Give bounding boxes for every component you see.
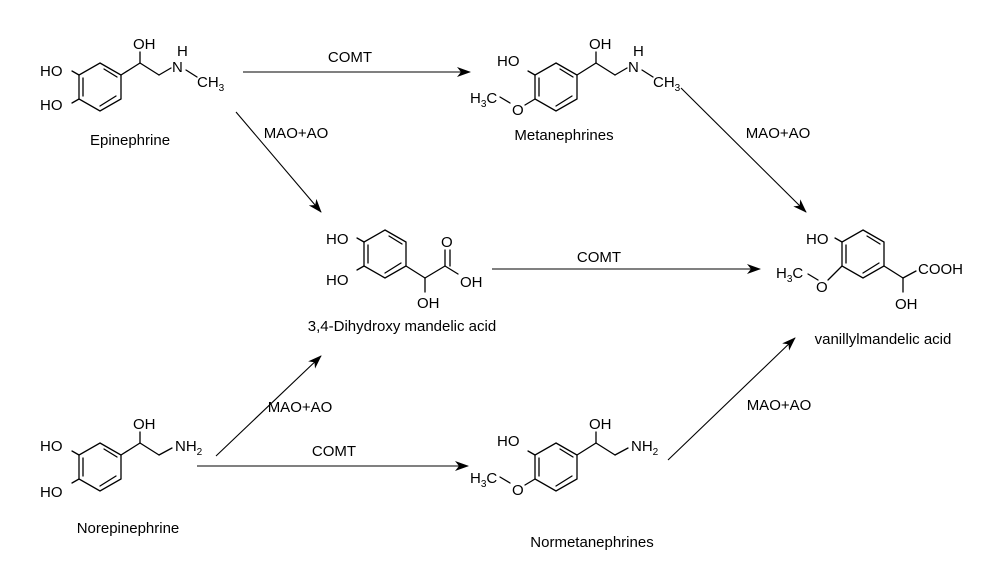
norepinephrine-nh2-label: NH2 [175,438,203,458]
metanephrines-structure: OH HO H3C O H N CH3 Metanephrines [470,36,681,144]
dhma-structure: HO HO O OH OH 3,4-Dihydroxy mandelic aci… [308,229,496,335]
norepinephrine-ho-bottom-label: HO [40,484,63,501]
epinephrine-n-label: N [172,59,183,76]
enzyme-label-norepi-to-normeta: COMT [312,443,356,460]
epinephrine-name: Epinephrine [90,132,170,149]
vma-structure: HO H3C O COOH OH vanillylmandelic acid [776,229,963,348]
metanephrines-h3c-label: H3C [470,90,497,110]
normetanephrines-ho-label: HO [497,433,520,450]
dhma-name: 3,4-Dihydroxy mandelic acid [308,318,496,335]
norepinephrine-ho-top-label: HO [40,438,63,455]
arrow-epi-to-dhma [235,111,322,213]
enzyme-label-normeta-to-vma: MAO+AO [747,397,812,414]
normetanephrines-h3c-label: H3C [470,470,497,490]
enzyme-label-epi-to-meta: COMT [328,49,372,66]
norepinephrine-oh-label: OH [133,416,156,433]
metanephrines-nh-label: H [633,43,644,60]
vma-o-label: O [816,279,828,296]
dhma-ho-top-label: HO [326,231,349,248]
vma-alpha-oh-label: OH [895,296,918,313]
norepinephrine-bonds [71,431,173,492]
dhma-alpha-oh-label: OH [417,295,440,312]
epinephrine-ho-top-label: HO [40,63,63,80]
epinephrine-ch3-label: CH3 [197,74,225,94]
normetanephrines-bonds [499,431,629,492]
enzyme-label-meta-to-vma: MAO+AO [746,125,811,142]
vma-bonds [807,229,917,293]
enzyme-label-norepi-to-dhma: MAO+AO [268,399,333,416]
vma-cooh-label: COOH [918,261,963,278]
dhma-acid-oh-label: OH [460,274,483,291]
norepinephrine-structure: OH HO HO NH2 Norepinephrine [40,416,203,537]
enzyme-label-epi-to-dhma: MAO+AO [264,125,329,142]
epinephrine-structure: OH HO HO H N CH3 Epinephrine [40,36,225,149]
arrow-norepi-to-dhma [215,355,322,457]
normetanephrines-name: Normetanephrines [530,534,653,551]
metanephrines-ch3-label: CH3 [653,74,681,94]
normetanephrines-oh-label: OH [589,416,612,433]
metanephrines-bonds [499,51,654,112]
enzyme-label-dhma-to-vma: COMT [577,249,621,266]
arrow-meta-to-vma [680,87,807,213]
metanephrines-ho-label: HO [497,53,520,70]
enzyme-labels: COMT MAO+AO MAO+AO COMT MAO+AO COMT MAO+… [264,49,812,460]
metanephrines-name: Metanephrines [514,127,613,144]
reaction-arrows [197,67,807,471]
normetanephrines-o-label: O [512,482,524,499]
vma-h3c-label: H3C [776,265,803,285]
epinephrine-oh-label: OH [133,36,156,53]
epinephrine-nh-label: H [177,43,188,60]
metanephrines-o-label: O [512,102,524,119]
dhma-bonds [356,229,459,293]
metanephrines-oh-label: OH [589,36,612,53]
epinephrine-ho-bottom-label: HO [40,97,63,114]
epinephrine-bonds [71,51,198,112]
arrow-normeta-to-vma [667,337,796,461]
dhma-carbonyl-o-label: O [441,234,453,251]
normetanephrines-structure: OH HO H3C O NH2 Normetanephrines [470,416,659,551]
dhma-ho-bottom-label: HO [326,272,349,289]
norepinephrine-name: Norepinephrine [77,520,180,537]
normetanephrines-nh2-label: NH2 [631,438,659,458]
vma-ho-label: HO [806,231,829,248]
metanephrines-n-label: N [628,59,639,76]
vma-name: vanillylmandelic acid [815,331,952,348]
